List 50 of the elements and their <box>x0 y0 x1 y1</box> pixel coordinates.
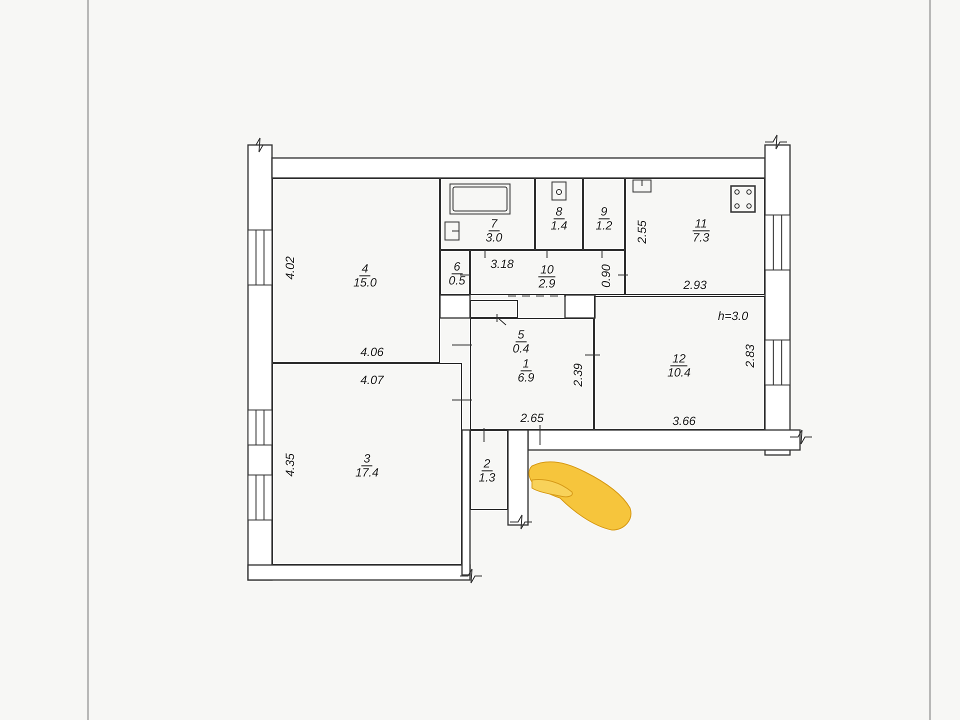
dimension-label: 4.06 <box>360 345 384 359</box>
room-outline <box>470 430 508 510</box>
room-number: 4 <box>360 262 370 276</box>
room-area: 3.0 <box>486 232 502 245</box>
room-outline <box>470 250 625 295</box>
room-outline <box>272 363 462 565</box>
closet-box <box>470 300 518 318</box>
dimension-label: 2.93 <box>683 278 707 292</box>
room-outline <box>470 318 594 430</box>
room-area: 6.9 <box>518 372 534 385</box>
room-number: 10 <box>538 263 556 278</box>
room-area: 10.4 <box>667 366 691 380</box>
room-area: 1.4 <box>550 220 568 233</box>
room-number: 2 <box>482 457 492 472</box>
room-outline <box>440 178 535 250</box>
dimension-label: 2.55 <box>635 220 649 244</box>
room-number: 11 <box>692 217 710 232</box>
room-number: 12 <box>670 352 688 366</box>
room-area: 2.9 <box>538 278 556 291</box>
room-number: 8 <box>554 205 564 220</box>
dimension-label: 0.90 <box>599 264 613 288</box>
dimension-label: 2.39 <box>571 363 585 387</box>
room-area: 15.0 <box>353 276 377 290</box>
room-number: 7 <box>488 217 500 232</box>
dimension-label: 4.35 <box>283 453 297 477</box>
room-area: 7.3 <box>692 232 710 245</box>
room-number: 5 <box>516 328 526 342</box>
room-area: 1.3 <box>478 472 496 485</box>
room-area: 17.4 <box>355 466 379 480</box>
room-area: 1.2 <box>596 220 612 233</box>
room-area: 0.5 <box>448 274 466 288</box>
room-outline <box>272 178 440 363</box>
room-area: 0.4 <box>512 342 530 356</box>
room-outline <box>583 178 625 250</box>
leader-line <box>498 318 506 326</box>
room-number: 3 <box>362 452 372 466</box>
room-outline <box>440 250 470 295</box>
ceiling-height: h=3.0 <box>718 309 748 323</box>
dimension-label: 2.65 <box>520 411 544 425</box>
dimension-label: 4.07 <box>360 373 384 387</box>
room-number: 1 <box>520 357 532 372</box>
room-number: 9 <box>598 205 610 220</box>
room-outline <box>625 178 765 295</box>
room-outline <box>535 178 583 250</box>
dimension-label: 4.02 <box>283 256 297 280</box>
dimension-label: 2.83 <box>743 344 757 368</box>
dimension-label: 3.66 <box>672 414 696 428</box>
room-number: 6 <box>452 260 462 274</box>
room-outline <box>594 296 765 430</box>
dimension-label: 3.18 <box>490 257 514 271</box>
